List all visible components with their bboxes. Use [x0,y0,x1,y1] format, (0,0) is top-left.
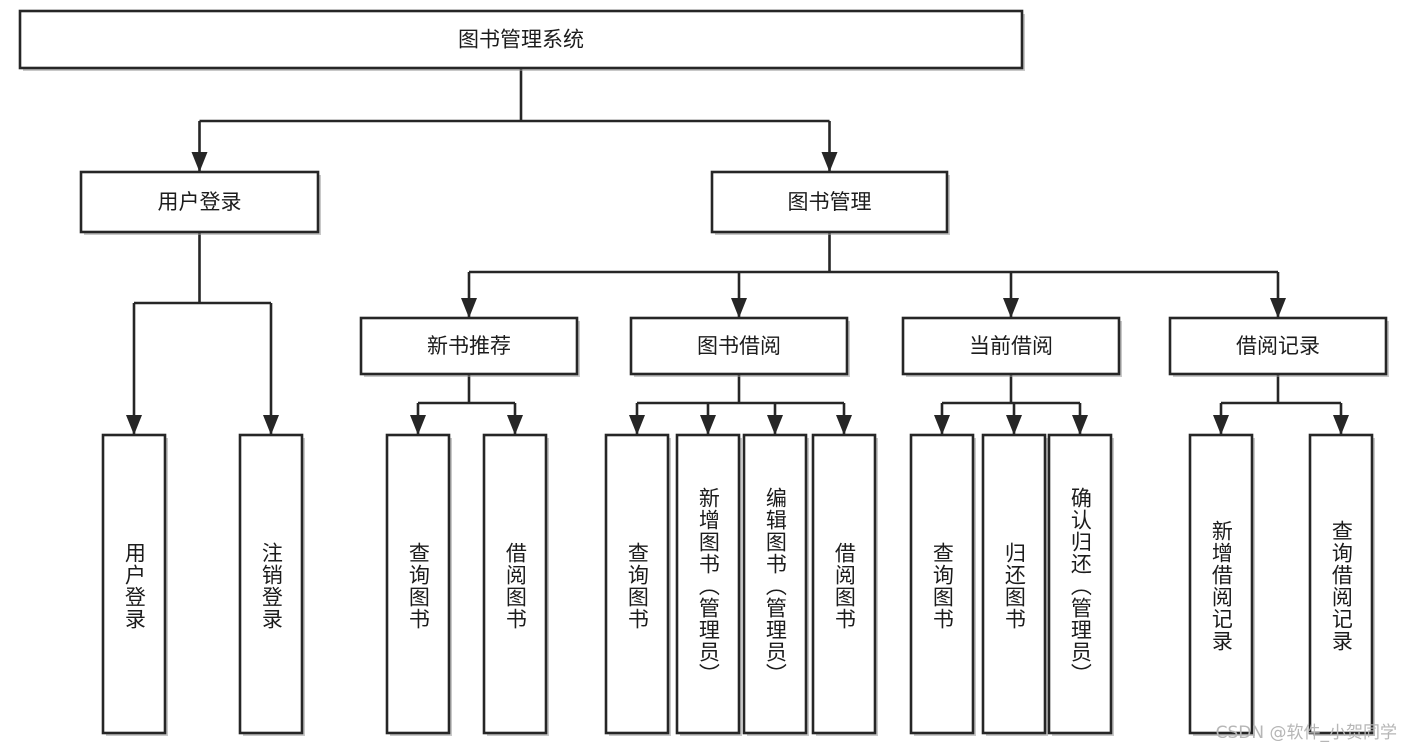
node-leaf-label-6: 编辑图书（管理员） [763,487,788,685]
node-l2-box-2[interactable] [901,316,1121,376]
node-leaf-box-9[interactable] [981,433,1047,735]
node-l2-label-2: 当前借阅 [969,334,1053,358]
l2-1-to-leaves-arrow-3 [836,415,852,435]
node-l1-label-1: 图书管理 [788,190,872,214]
boxes-layer [18,9,1389,736]
node-leaf-box-2[interactable] [385,433,451,735]
node-leaf-box-8[interactable] [909,433,975,735]
l2-1-to-leaves-arrow-1 [700,415,716,435]
node-root-box[interactable] [18,9,1024,70]
node-leaf-box-0[interactable] [101,433,167,735]
l2-2-to-leaves-arrow-2 [1072,415,1088,435]
node-l1-label-0: 用户登录 [158,190,242,214]
node-leaf-box-12[interactable] [1308,433,1374,735]
node-l2-label-3: 借阅记录 [1236,334,1320,358]
node-leaf-label-3: 借阅图书 [503,542,528,630]
node-l2-box-0[interactable] [359,316,579,376]
node-l1-box-1[interactable] [710,170,949,234]
node-leaf-box-11[interactable] [1188,433,1254,735]
node-leaf-label-0: 用户登录 [122,542,147,630]
node-leaf-box-10[interactable] [1047,433,1113,735]
l2-0-to-leaves-arrow-1 [507,415,523,435]
node-leaf-box-6[interactable] [742,433,808,735]
node-l1-box-0[interactable] [79,170,320,234]
l1-1-to-l2-arrow-3 [1270,298,1286,318]
l2-3-to-leaves-arrow-1 [1333,415,1349,435]
l2-1-to-leaves-arrow-2 [767,415,783,435]
node-leaf-label-1: 注销登录 [259,542,284,630]
node-leaf-box-5[interactable] [675,433,741,735]
node-leaf-label-9: 归还图书 [1002,542,1027,630]
l2-3-to-leaves-arrow-0 [1213,415,1229,435]
l2-1-to-leaves-arrow-0 [629,415,645,435]
l2-0-to-leaves-arrow-0 [410,415,426,435]
node-leaf-box-3[interactable] [482,433,548,735]
node-leaf-box-1[interactable] [238,433,304,735]
root-to-l1-arrow-1 [821,152,838,172]
l1-1-to-l2-arrow-1 [731,298,747,318]
l2-2-to-leaves-arrow-0 [934,415,950,435]
node-l2-label-0: 新书推荐 [427,334,511,358]
node-leaf-box-7[interactable] [811,433,877,735]
node-leaf-label-4: 查询图书 [625,542,650,630]
node-leaf-label-2: 查询图书 [406,542,431,630]
l2-2-to-leaves-arrow-1 [1006,415,1022,435]
node-leaf-label-8: 查询图书 [930,542,955,630]
node-leaf-label-12: 查询借阅记录 [1329,520,1354,652]
node-leaf-label-7: 借阅图书 [832,542,857,630]
l1-1-to-l2-arrow-2 [1003,298,1019,318]
node-l2-box-1[interactable] [629,316,849,376]
connectors-layer [126,68,1349,435]
node-leaf-label-5: 新增图书（管理员） [696,487,721,685]
watermark-text: CSDN @软件_小贺同学 [1215,723,1397,743]
node-l2-label-1: 图书借阅 [697,334,781,358]
node-leaf-label-11: 新增借阅记录 [1209,520,1234,652]
node-leaf-box-4[interactable] [604,433,670,735]
node-root-label: 图书管理系统 [458,28,584,52]
node-leaf-label-10: 确认归还（管理员） [1068,487,1093,685]
l1-0-to-leaves-arrow-0 [126,415,142,435]
node-l2-box-3[interactable] [1168,316,1388,376]
l1-1-to-l2-arrow-0 [461,298,477,318]
l1-0-to-leaves-arrow-1 [263,415,279,435]
root-to-l1-arrow-0 [191,152,208,172]
